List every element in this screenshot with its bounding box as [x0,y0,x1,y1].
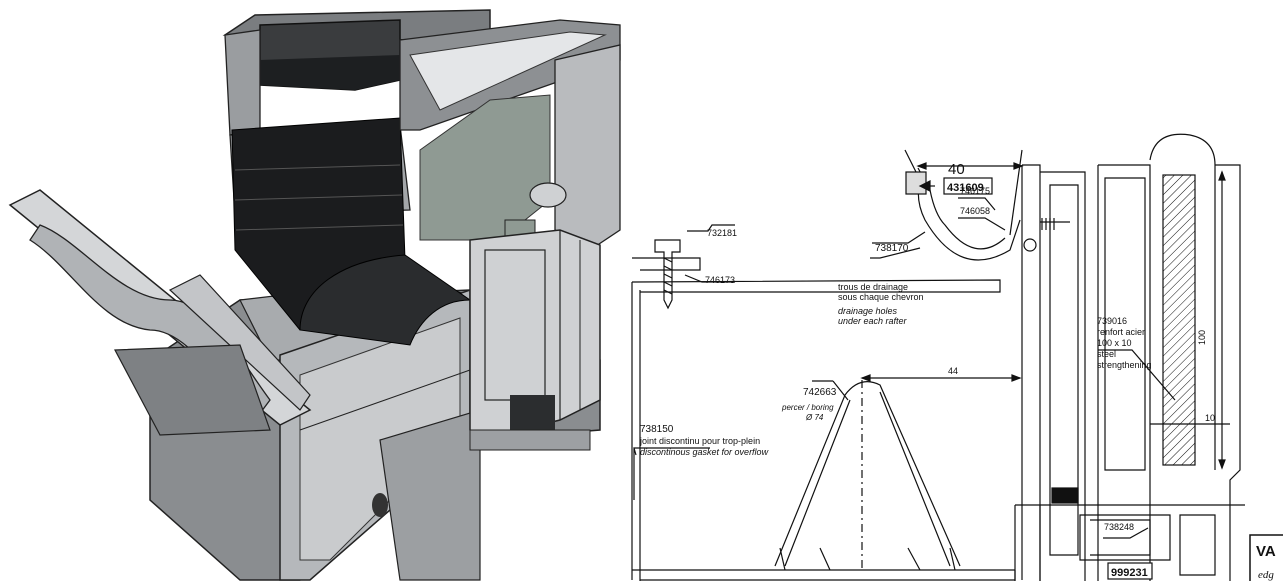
part-box-999231 [1107,562,1153,580]
column-block-face [260,55,400,90]
leader-line [687,224,735,232]
gutter-channel-bottom [632,569,1016,581]
steel-note-3: steel [1097,349,1116,359]
clip-block [905,171,927,195]
main-mullion-outline [1021,164,1086,581]
box-lower-section [379,409,481,581]
outlet-flange [779,547,956,571]
outlet-cone [774,381,961,567]
part-999231-label: 999231 [1111,567,1148,579]
gasket-note-fr: joint discontinu pour trop-plein [639,436,760,446]
screw-thread [663,257,673,295]
dim-arrow [1218,170,1226,181]
part-738248-label: 738248 [1104,522,1134,532]
corner-box-label: VA [1256,543,1276,560]
column-left-face [224,29,261,136]
left-screw [654,239,681,310]
part-732181-label: 732181 [707,228,737,238]
boring-note: percer / boring [781,403,834,412]
gutter-base [114,344,271,436]
dim-arrow [918,180,931,192]
top-screw [1040,218,1070,230]
box-hole [372,493,388,517]
leader-line [872,231,926,244]
dim-arrow [916,162,927,170]
round-profile [529,182,567,208]
box-edge [299,369,471,431]
leader-line [1098,349,1176,401]
fascia-curve [299,254,472,346]
part-431609-label: 431609 [947,182,984,194]
gutter-lip [168,274,311,411]
drainage-note-fr-1: trous de drainage [838,282,908,292]
steel-note-2: 100 x 10 [1097,338,1132,348]
steel-note-4: strengthening [1097,360,1152,370]
dim-10-label: 10 [1205,413,1215,423]
drainage-note-en-2: under each rafter [838,316,908,326]
corner-box-sub: edg [1258,569,1274,581]
leader-line [870,247,921,259]
section-labels: 40 431609 746175 746058 738170 trous de … [639,161,1276,581]
fascia-stripe [234,194,403,201]
rafter-hook-inner [917,167,1006,250]
part-746058-label: 746058 [960,206,990,216]
steel-frame-outline [1149,133,1241,581]
leader-line [958,217,1006,231]
dim-40-label: 40 [948,161,965,178]
part-738150-label: 738150 [640,424,674,435]
lower-profile-2 [1090,519,1151,556]
gutter-section-drawing [631,133,1283,581]
leader-line [958,197,996,211]
gasket-note-en: discontinous gasket for overflow [640,447,769,457]
dim-arrow [1218,459,1226,470]
leader-line [1103,527,1149,539]
leader-line [812,380,849,401]
steel-bar-hatched [1162,174,1196,466]
mullion-base [469,429,591,451]
part-746175-label: 746175 [960,186,990,196]
steel-note-1: renfort acier [1097,327,1145,337]
part-742663-label: 742663 [803,387,837,398]
part-739016-label: 739016 [1097,316,1127,326]
va-box [1249,534,1283,581]
drainage-note-en-1: drainage holes [838,306,898,316]
gutter-3d-render [8,9,621,581]
part-738170-label: 738170 [875,243,909,254]
part-box-431609 [943,177,993,195]
leader-line [633,447,710,500]
fascia-stripe [234,164,401,171]
dim-100-label: 100 [1197,330,1207,345]
part-746173-label: 746173 [705,275,735,285]
left-clip [632,257,701,271]
leader-line [684,274,735,283]
glazing-profile [1097,164,1151,581]
dim-44-label: 44 [948,366,958,376]
roof-side-panel [554,44,621,251]
dim-arrow [860,374,871,382]
drainage-note-fr-2: sous chaque chevron [838,292,924,302]
dim-arrow [1013,162,1024,170]
dim-arrow [1011,374,1022,382]
lower-profile [1014,504,1245,581]
roof-rail-glass [409,31,607,111]
boring-diameter: Ø 74 [805,413,824,422]
fascia-stripe [235,224,404,231]
gasket-dark [510,395,555,435]
gutter-channel-outline [631,279,1001,581]
base-dark-gasket [1051,487,1079,504]
rafter-line [1009,149,1023,236]
bolt-circle [1023,238,1037,252]
